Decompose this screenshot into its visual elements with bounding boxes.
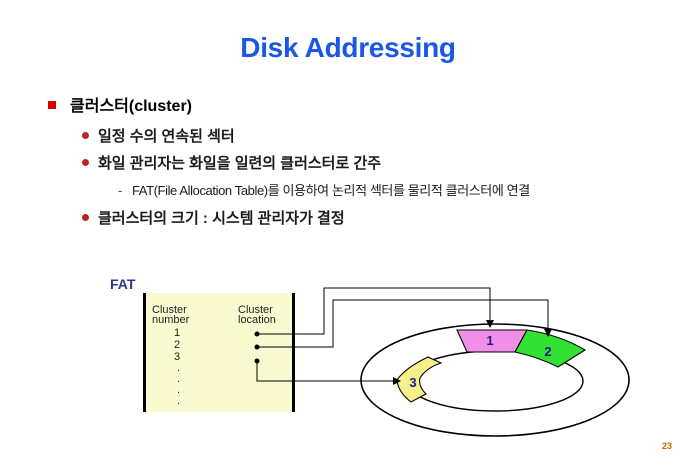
cluster-location-header-line2: location bbox=[238, 314, 276, 326]
sub-bullet-3-text: 클러스터의 크기 : 시스템 관리자가 결정 bbox=[98, 210, 345, 227]
page-number: 23 bbox=[662, 441, 673, 451]
sector-2-label: 2 bbox=[544, 344, 551, 359]
sub-sub-bullet-fat: -FAT(File Allocation Table)를 이용하여 논리적 섹터… bbox=[118, 180, 530, 199]
cluster-number-1: 1 bbox=[174, 327, 181, 339]
sector-1-label: 1 bbox=[486, 333, 493, 348]
ellipsis-dot: . bbox=[177, 395, 181, 407]
cluster-number-header-line1: Cluster bbox=[152, 304, 187, 316]
cluster-number-header: Cluster number bbox=[152, 304, 190, 326]
sub-bullet-3: 클러스터의 크기 : 시스템 관리자가 결정 bbox=[82, 207, 345, 228]
bullet-cluster: 클러스터(cluster) bbox=[48, 92, 192, 116]
sub-bullet-1: 일정 수의 연속된 섹터 bbox=[82, 125, 235, 146]
sub-bullet-2: 화일 관리자는 화일을 일련의 클러스터로 간주 bbox=[82, 152, 381, 173]
sub-sub-bullet-text: FAT(File Allocation Table)를 이용하여 논리적 섹터를… bbox=[131, 183, 530, 198]
fat-table: Cluster number Cluster location 1 2 3 . … bbox=[143, 293, 295, 412]
round-bullet-icon bbox=[82, 159, 89, 166]
cluster-location-header-line1: Cluster bbox=[238, 304, 273, 316]
cluster-number-3: 3 bbox=[174, 351, 181, 363]
square-bullet-icon bbox=[48, 101, 56, 109]
cluster-number-header-line2: number bbox=[152, 314, 190, 326]
page-title: Disk Addressing bbox=[240, 32, 456, 63]
sector-3 bbox=[396, 356, 443, 403]
ellipsis-dot: . bbox=[177, 384, 181, 396]
bullet-cluster-text: 클러스터(cluster) bbox=[70, 98, 193, 115]
fat-label: FAT bbox=[110, 276, 136, 292]
arrow-cluster-1 bbox=[257, 287, 494, 335]
arrow-cluster-3 bbox=[256, 361, 401, 385]
dash-bullet: - bbox=[118, 183, 122, 198]
round-bullet-icon bbox=[82, 214, 89, 221]
sub-bullet-1-text: 일정 수의 연속된 섹터 bbox=[98, 128, 235, 145]
round-bullet-icon bbox=[82, 132, 89, 139]
cluster-number-2: 2 bbox=[174, 339, 181, 351]
arrow-cluster-2 bbox=[257, 299, 552, 348]
sector-3-label: 3 bbox=[409, 375, 416, 390]
ellipsis-dot: . bbox=[177, 373, 181, 385]
sub-bullet-2-text: 화일 관리자는 화일을 일련의 클러스터로 간주 bbox=[98, 155, 382, 172]
ellipsis-dot: . bbox=[177, 362, 181, 374]
cluster-location-header: Cluster location bbox=[238, 304, 276, 326]
